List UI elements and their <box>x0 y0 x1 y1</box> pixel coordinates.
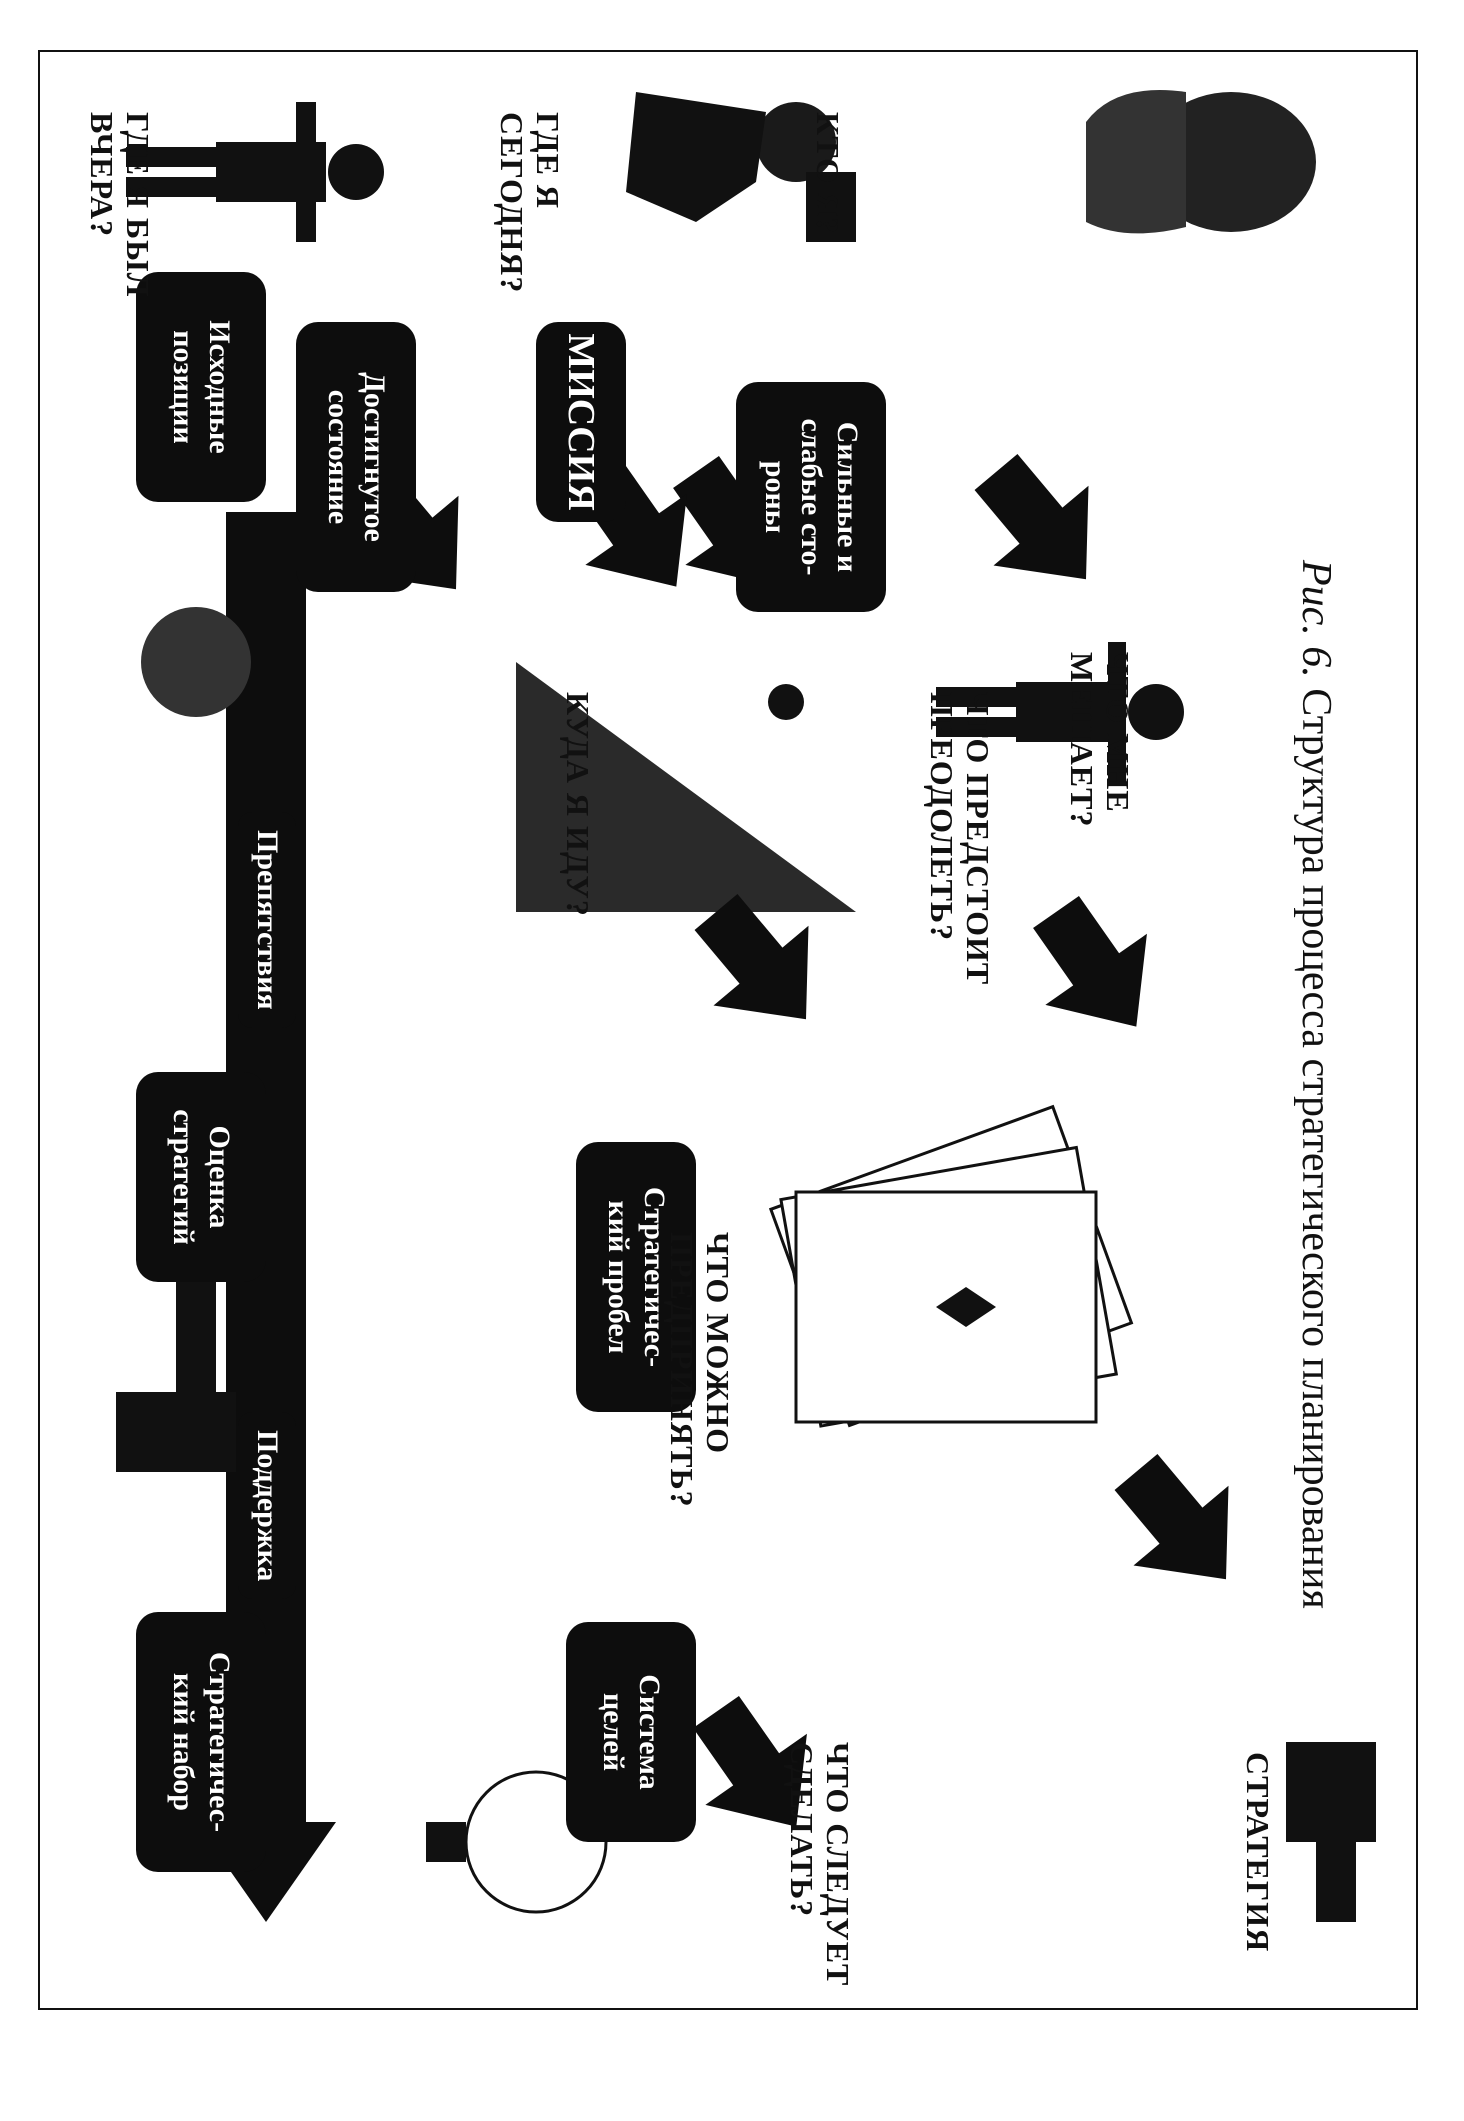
question-what-to-overcome: ЧТО ПРЕДСТОИТ ПРЕОДОЛЕТЬ? <box>924 692 996 986</box>
question-where-going: КУДА Я ИДУ? <box>560 692 596 917</box>
label-strategy: СТРАТЕГИЯ <box>1240 1752 1276 1953</box>
bar-label-obstacles: Препятствия <box>238 812 296 1028</box>
arrow-5-icon <box>1005 876 1188 1063</box>
question-what-to-do: ЧТО СЛЕДУЕТ СДЕЛАТЬ? <box>784 1742 856 1987</box>
bubble-achieved-state: Достигнутое состояние <box>296 322 416 592</box>
bubble-strategic-set: Стратегичес- кий набор <box>136 1612 266 1872</box>
caption-text: Структура процесса стратегического плани… <box>1293 688 1339 1609</box>
question-what-hinders: ЧТО МНЕ МЕШАЕТ? <box>1064 652 1136 828</box>
bar-label-support: Поддержка <box>238 1412 296 1600</box>
silhouette-figure-walking <box>936 642 1184 782</box>
silhouette-figure-who <box>126 102 384 242</box>
bubble-strengths: Сильные и слабые сто- роны <box>736 382 886 612</box>
arrow-1-icon <box>948 432 1134 620</box>
diagram-canvas: Исходные позиции Исходные позиции Достиг… <box>38 50 1418 2010</box>
support-figure-icon <box>116 1272 236 1472</box>
silhouette-figure-yesterday <box>1086 90 1316 234</box>
bubble-goal-system: Система целей <box>566 1622 696 1842</box>
question-where-today: ГДЕ Я СЕГОДНЯ? <box>494 112 566 294</box>
silhouette-figure-today <box>626 92 856 242</box>
question-what-can-undertake: ЧТО МОЖНО ПРЕДПРИНЯТЬ? <box>664 1232 736 1508</box>
mountain-climber-icon <box>516 662 856 912</box>
bubble-initial-positions-box: Исходные позиции <box>136 272 266 502</box>
silhouette-figure-thinking <box>1286 1742 1376 1922</box>
bubble-mission: МИССИЯ <box>536 322 626 522</box>
caption-number: Рис. 6. <box>1293 560 1339 678</box>
question-who-am-i: КТО Я? <box>810 112 846 235</box>
question-where-yesterday: ГДЕ Я БЫЛ ВЧЕРА? <box>84 112 156 298</box>
bubble-strategy-evaluation: Оценка стратегий <box>136 1072 266 1282</box>
playing-cards-icon <box>768 1104 1134 1428</box>
arrow-7-icon <box>1088 1432 1274 1620</box>
obstacle-figure-icon <box>141 607 251 717</box>
figure-caption: Рис. 6. Структура процесса стратегическо… <box>1292 560 1340 1609</box>
